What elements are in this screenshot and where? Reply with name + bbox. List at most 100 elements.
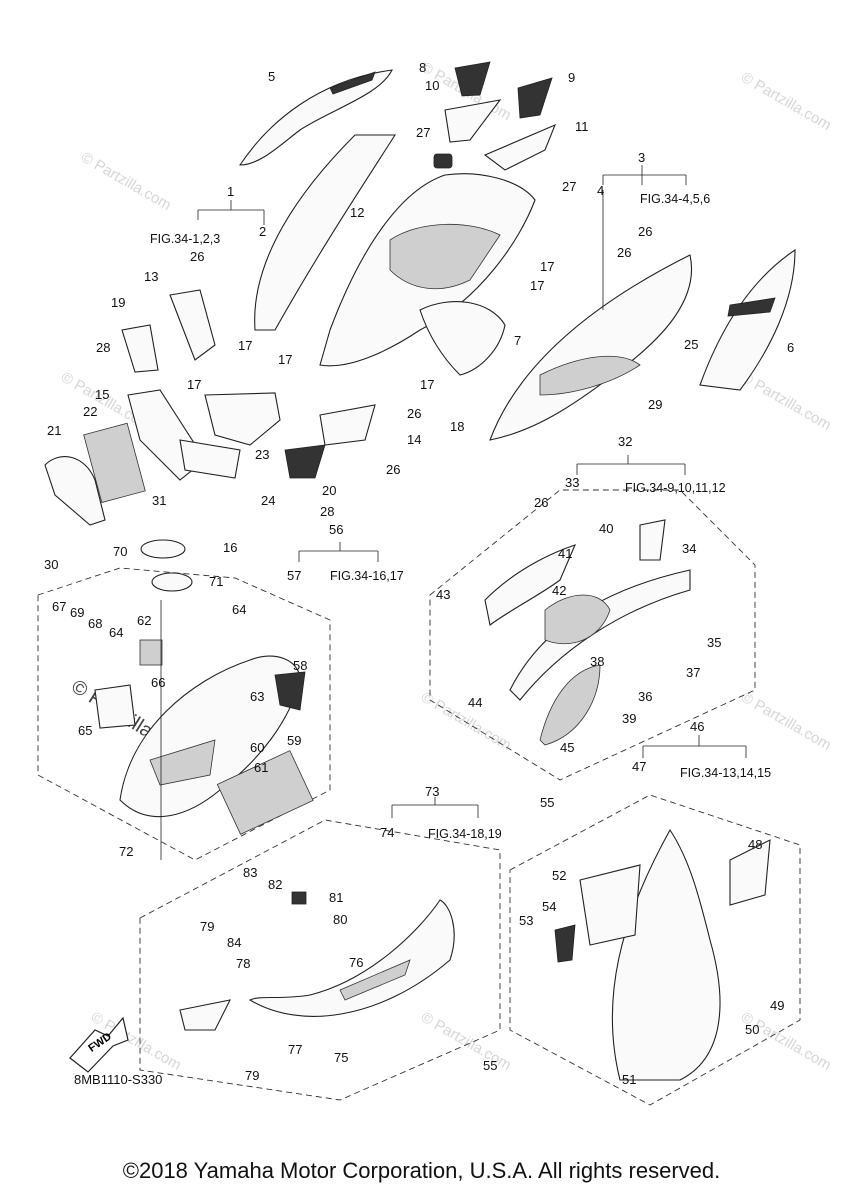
part-78-shape [179,999,231,1031]
fig-ref-73: FIG.34-18,19 [428,827,502,841]
callout: 19 [111,295,125,310]
callout: 25 [684,337,698,352]
callout: 3 [638,150,645,165]
callout: 10 [425,78,439,93]
fig-ref-3: FIG.34-4,5,6 [640,192,710,206]
callout: 64 [109,625,123,640]
callout: 14 [407,432,421,447]
fig-ref-1: FIG.34-1,2,3 [150,232,220,246]
part-9-shape [517,77,553,119]
watermark: © Partzilla.com [78,149,174,214]
callout: 36 [638,689,652,704]
group-47-outline [509,794,801,1106]
part-27-grommet [433,153,453,169]
figure-refs: FIG.34-1,2,3 FIG.34-4,5,6 FIG.34-9,10,11… [150,192,771,841]
fwd-arrow-icon: FWD [69,1016,129,1073]
callout: 70 [113,544,127,559]
part-43-shape [484,544,576,626]
callout: 17 [278,352,292,367]
callout: 66 [151,675,165,690]
part-45-panel [539,664,601,746]
callout: 82 [268,877,282,892]
part-47-cowl [611,828,721,1081]
group-33-outline [429,489,756,781]
callout: 30 [44,557,58,572]
callout: 42 [552,583,566,598]
callout: 48 [748,837,762,852]
callout: 54 [542,899,556,914]
callout: 74 [380,825,394,840]
callout: 23 [255,447,269,462]
callout: 26 [190,249,204,264]
part-60-panel [149,739,216,786]
callout: 26 [534,495,548,510]
group-74-outline [139,819,501,1101]
callout: 28 [320,504,334,519]
callout-numbers: 1 2 3 4 5 6 7 8 9 10 11 12 13 14 15 16 1… [44,60,794,1087]
callout: 63 [250,689,264,704]
callout: 17 [530,278,544,293]
callout: 6 [787,340,794,355]
part-52-shape [579,864,641,946]
part-75-cowl [248,899,455,1017]
callout: 46 [690,719,704,734]
part-81-shape [291,891,307,905]
callout: 20 [322,483,336,498]
callout: 37 [686,665,700,680]
callout: 5 [268,69,275,84]
callout: 26 [638,224,652,239]
callout: 79 [245,1068,259,1083]
callout: 17 [420,377,434,392]
callout: 38 [590,654,604,669]
callout: 28 [96,340,110,355]
callout: 76 [349,955,363,970]
callout: 53 [519,913,533,928]
watermark: © Partzilla.com [738,369,834,434]
callout: 64 [232,602,246,617]
callout: 67 [52,599,66,614]
callout: 44 [468,695,482,710]
callout: 18 [450,419,464,434]
part-5-vent [329,71,376,95]
callout: 60 [250,740,264,755]
callout: 2 [259,224,266,239]
callout: 33 [565,475,579,490]
callout: 7 [514,333,521,348]
diagram-code: 8MB1110-S330 [74,1072,163,1087]
part-11-shape [483,123,557,171]
part-5-shape [238,69,393,166]
part-19-shape [121,324,159,373]
callout: 29 [648,397,662,412]
callout: 68 [88,616,102,631]
callout: 4 [597,183,604,198]
leader-lines [160,165,747,860]
callout: 59 [287,733,301,748]
callout: 61 [254,760,268,775]
callout: 17 [238,338,252,353]
callout: 75 [334,1050,348,1065]
callout: 52 [552,868,566,883]
part-2-shape [254,134,397,331]
part-shapes [44,61,796,1081]
callout: 11 [575,119,589,134]
part-62-panel [139,639,163,666]
callout: 31 [152,493,166,508]
callout: 81 [329,890,343,905]
group-outlines [37,489,801,1106]
part-54-shape [554,924,576,963]
callout: 34 [682,541,696,556]
part-34-shape [639,519,666,561]
part-14-shape [319,404,376,446]
callout: 24 [261,493,275,508]
part-10-shape [444,99,502,143]
callout: 22 [83,404,97,419]
callout: 1 [227,184,234,199]
callout: 21 [47,423,61,438]
callout: 40 [599,521,613,536]
callout: 72 [119,844,133,859]
callout: 84 [227,935,241,950]
callout: 26 [386,462,400,477]
callout: 45 [560,740,574,755]
part-65-shape [94,684,136,729]
